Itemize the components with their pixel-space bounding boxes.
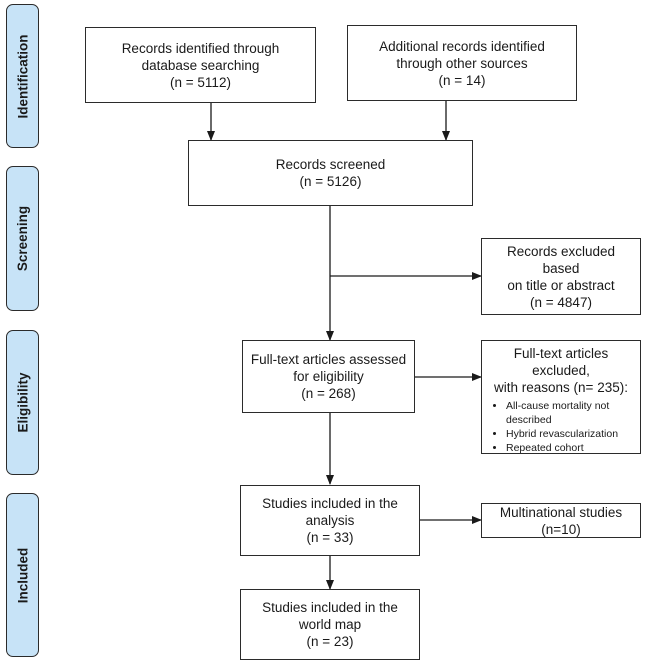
fulltext-assessed-box: Full-text articles assessed for eligibil… bbox=[242, 340, 415, 413]
studies-map-count: (n = 23) bbox=[306, 634, 354, 649]
multinational-box: Multinational studies (n=10) bbox=[481, 503, 641, 538]
records-other-count: (n = 14) bbox=[438, 72, 486, 88]
records-database-line2: database searching bbox=[141, 57, 260, 73]
records-other-line1: Additional records identified bbox=[379, 38, 545, 54]
fulltext-assessed-line1: Full-text articles assessed bbox=[250, 352, 407, 367]
fulltext-excluded-line1: Full-text articles excluded, bbox=[513, 346, 609, 378]
studies-analysis-line2: analysis bbox=[305, 513, 355, 528]
stage-eligibility: Eligibility bbox=[6, 330, 39, 475]
exclusion-reasons-list: All-cause mortality not described Hybrid… bbox=[488, 399, 634, 455]
studies-map-line1: Studies included in the bbox=[262, 600, 398, 615]
exclusion-reason: Repeated cohort bbox=[506, 441, 634, 455]
records-screened-box: Records screened (n = 5126) bbox=[188, 140, 473, 206]
stage-screening: Screening bbox=[6, 166, 39, 311]
multinational-line: Multinational studies (n=10) bbox=[499, 504, 623, 537]
fulltext-excluded-box: Full-text articles excluded, with reason… bbox=[481, 340, 641, 454]
records-screened-count: (n = 5126) bbox=[299, 174, 362, 189]
records-excluded-line1: Records excluded based bbox=[506, 243, 616, 276]
records-database-line1: Records identified through bbox=[121, 40, 280, 56]
records-screened-line1: Records screened bbox=[275, 157, 386, 172]
fulltext-excluded-line2: with reasons (n= 235): bbox=[494, 380, 628, 395]
records-excluded-box: Records excluded based on title or abstr… bbox=[481, 238, 641, 315]
studies-analysis-line1: Studies included in the bbox=[262, 496, 398, 511]
records-other-line2: through other sources bbox=[396, 55, 528, 71]
records-excluded-line2: on title or abstract bbox=[507, 277, 615, 293]
studies-analysis-count: (n = 33) bbox=[306, 530, 354, 545]
records-excluded-count: (n = 4847) bbox=[530, 294, 592, 310]
studies-analysis-box: Studies included in the analysis (n = 33… bbox=[240, 485, 420, 556]
records-database-count: (n = 5112) bbox=[170, 74, 231, 90]
records-other-box: Additional records identified through ot… bbox=[347, 25, 577, 101]
exclusion-reason: All-cause mortality not described bbox=[506, 399, 634, 427]
exclusion-reason: Hybrid revascularization bbox=[506, 427, 634, 441]
records-database-box: Records identified through database sear… bbox=[85, 27, 316, 103]
fulltext-assessed-count: (n = 268) bbox=[301, 386, 356, 401]
stage-included: Included bbox=[6, 493, 39, 657]
studies-map-box: Studies included in the world map (n = 2… bbox=[240, 589, 420, 660]
stage-identification: Identification bbox=[6, 4, 39, 148]
fulltext-assessed-line2: for eligibility bbox=[293, 369, 364, 384]
studies-map-line2: world map bbox=[298, 617, 362, 632]
